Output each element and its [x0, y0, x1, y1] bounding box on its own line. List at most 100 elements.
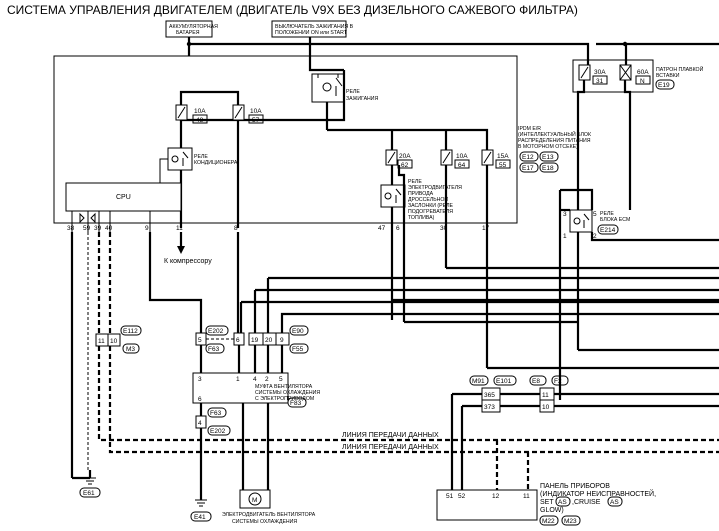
fan-clutch-label-1: МУФТА ВЕНТИЛЯТОРА: [255, 384, 313, 390]
fuse-55: 15A 55: [481, 149, 511, 169]
fuse-57-amp: 10A: [250, 108, 262, 115]
fan-motor-m: M: [252, 497, 257, 504]
e61-conn: E61: [83, 490, 95, 497]
fan-motor: M ЭЛЕКТРОДВИГАТЕЛЬ ВЕНТИЛЯТОРА СИСТЕМЫ О…: [222, 489, 316, 525]
main-fuse-label-2: ВСТАВКИ: [656, 73, 680, 79]
fan-pin-4: 4: [253, 376, 257, 383]
e8-conn: E8: [532, 378, 540, 385]
pin-39: 39: [94, 225, 102, 232]
panel-label-set: SET: [540, 499, 554, 506]
ipdm-conn-3: E17: [522, 165, 534, 172]
main-fuse-conn: E19: [658, 82, 670, 89]
ecm-relay-label-1: РЕЛЕ: [600, 211, 614, 217]
page-title: СИСТЕМА УПРАВЛЕНИЯ ДВИГАТЕЛЕМ (ДВИГАТЕЛЬ…: [7, 3, 578, 17]
e112-pin-10: 10: [110, 338, 118, 345]
fuse-48-amp: 10A: [194, 108, 206, 115]
ipdm-conn-2: E13: [542, 154, 554, 161]
panel-pill-1: AS: [558, 499, 567, 506]
battery-label-2: БАТАРЕЯ: [176, 30, 200, 36]
e202-pin-6: 6: [236, 337, 240, 344]
ipdm-conn-1: E12: [522, 154, 534, 161]
m91-pin-365: 365: [484, 392, 495, 399]
f63b-pin-4: 4: [198, 420, 202, 427]
m23-conn: M23: [564, 518, 577, 525]
e202b-conn: E202: [210, 428, 226, 435]
panel-label-cruise: ,CRUISE: [572, 499, 601, 506]
fan-motor-label-1: ЭЛЕКТРОДВИГАТЕЛЬ ВЕНТИЛЯТОРА: [222, 512, 316, 518]
fuse-62: 20A 62: [385, 149, 413, 169]
fuse-62-num: 62: [401, 162, 409, 169]
pin-6: 6: [396, 225, 400, 232]
ecm-relay-conn: E214: [600, 227, 616, 234]
ignition-switch-block: ВЫКЛЮЧАТЕЛЬ ЗАЖИГАНИЯ В ПОЛОЖЕНИИ ON или…: [271, 20, 354, 38]
main-fuse-label-1: ПАТРОН ПЛАВКОЙ: [656, 65, 704, 73]
ipdm-bottom-pins: 38 59 39 40 9 11 8 47 6 30 17: [67, 225, 490, 232]
e112-pin-11: 11: [98, 338, 105, 345]
pin-8: 8: [234, 225, 238, 232]
throttle-relay-label-3: ПРИВОДА: [408, 191, 434, 197]
e202-pin-5: 5: [198, 337, 202, 344]
e90-pin-20: 20: [265, 337, 273, 344]
fan-pin-1: 1: [236, 376, 240, 383]
to-compressor-label: К компрессору: [164, 258, 212, 265]
e41-conn: E41: [194, 514, 206, 521]
pin-59: 59: [83, 225, 91, 232]
fuse-31-amp: 30A: [594, 69, 606, 76]
throttle-relay-label-6: ПОДОГРЕВАТЕЛЯ: [408, 209, 453, 215]
fuse-31-num: 31: [596, 78, 604, 85]
e101-conn: E101: [496, 378, 512, 385]
fan-pin-6: 6: [198, 396, 202, 403]
data-line-label-1: ЛИНИЯ ПЕРЕДАЧИ ДАННЫХ: [342, 432, 439, 439]
connector-e8: E8 F2 11 10: [529, 375, 569, 413]
f55-conn: F55: [292, 346, 304, 353]
ignition-switch-label-1: ВЫКЛЮЧАТЕЛЬ ЗАЖИГАНИЯ В: [275, 24, 354, 30]
cpu-label: CPU: [116, 194, 131, 201]
connector-e112: 11 10 E112 M3: [95, 325, 142, 354]
connector-m91: M91 E101 365 373: [469, 375, 517, 413]
ipdm-label-1: IPDM E/R: [518, 126, 541, 132]
fuse-n-num: N: [640, 78, 645, 85]
ipdm-label-3: РАСПРЕДЕЛЕНИЯ ПИТАНИЯ: [518, 138, 591, 144]
fan-clutch-box: 3 1 4 2 5 6 МУФТА ВЕНТИЛЯТОРА СИСТЕМЫ ОХ…: [192, 372, 320, 408]
ipdm-label: IPDM E/R (ИНТЕЛЛЕКТУАЛЬНЫЙ БЛОК РАСПРЕДЕ…: [518, 126, 591, 173]
throttle-relay-label-2: ЭЛЕКТРОДВИГАТЕЛЯ: [408, 185, 462, 191]
ignition-switch-label-2: ПОЛОЖЕНИИ ON или START: [275, 30, 348, 36]
ipdm-label-2: (ИНТЕЛЛЕКТУАЛЬНЫЙ БЛОК: [518, 130, 591, 138]
ignition-relay-label-2: ЗАЖИГАНИЯ: [346, 96, 379, 102]
connector-e202: 5 E202 F63 6: [195, 325, 245, 354]
e8-pin-11: 11: [542, 392, 549, 399]
ground-e41: E41: [190, 499, 212, 522]
e202-conn: E202: [208, 328, 224, 335]
connector-e90: 19 20 9 E90 F55: [248, 325, 309, 354]
f83-conn: F83: [290, 400, 302, 407]
m91-pin-373: 373: [484, 404, 495, 411]
ground-e61: E61: [72, 470, 101, 498]
throttle-relay-label-1: РЕЛЕ: [408, 179, 422, 185]
fan-pin-3: 3: [198, 376, 202, 383]
fuse-55-amp: 15A: [497, 153, 509, 160]
fuse-64-amp: 10A: [456, 153, 468, 160]
panel-pill-2: AS: [610, 499, 619, 506]
throttle-relay-label-5: ЗАСЛОНКИ (РЕЛЕ: [408, 203, 453, 209]
ipdm-conn-4: E18: [542, 165, 554, 172]
ac-relay-label-1: РЕЛЕ: [194, 154, 208, 160]
fuse-n-amp: 60A: [637, 69, 649, 76]
e90-pin-9: 9: [280, 337, 284, 344]
m22-conn: M22: [542, 518, 555, 525]
fan-clutch-label-2: СИСТЕМЫ ОХЛАЖДЕНИЯ: [255, 390, 320, 396]
m91-conn: M91: [472, 378, 485, 385]
ipdm-label-4: В МОТОРНОМ ОТСЕКЕ): [518, 144, 578, 150]
fuse-48-num: 48: [196, 117, 204, 124]
fuse-64-num: 64: [458, 162, 466, 169]
throttle-relay-label-7: ТОПЛИВА): [408, 215, 435, 221]
e112-conn: E112: [123, 328, 138, 335]
fan-pin-5: 5: [279, 376, 283, 383]
battery-label-1: АККУМУЛЯТОРНАЯ: [169, 24, 218, 30]
f63b-conn: F63: [210, 410, 222, 417]
ecm-relay-pin-5: 5: [593, 211, 597, 218]
ignition-relay-label-1: РЕЛЕ: [346, 89, 360, 95]
panel-pin-11: 11: [523, 493, 530, 500]
f2-conn: F2: [554, 378, 562, 385]
f63-conn: F63: [208, 346, 220, 353]
